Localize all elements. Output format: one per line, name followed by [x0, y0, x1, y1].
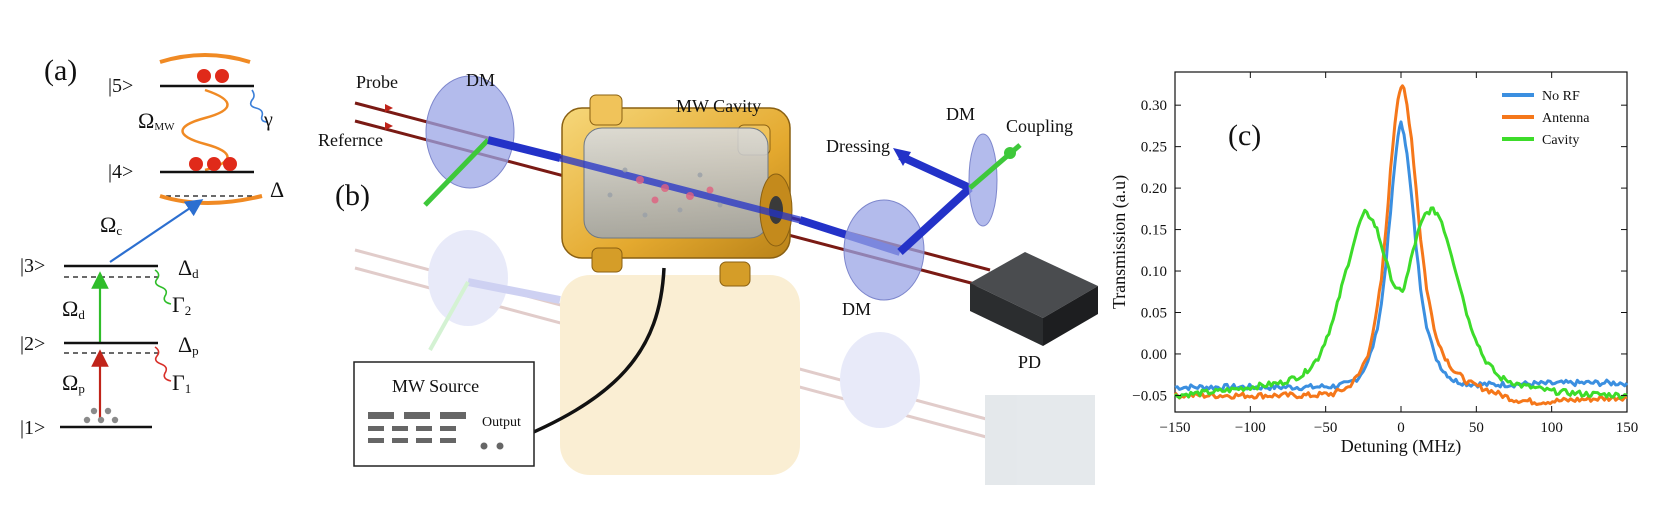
- mw-source: [353, 361, 535, 467]
- label-pd: PD: [1018, 352, 1041, 372]
- label-dm-left: DM: [466, 70, 495, 90]
- legend-label: Antenna: [1542, 111, 1590, 126]
- y-tick-label: 0.15: [1141, 223, 1167, 239]
- dressing-direction-arrow: [893, 148, 911, 166]
- legend-label: No RF: [1542, 89, 1580, 104]
- rydberg-atom: [207, 157, 221, 171]
- label-coupling: Coupling: [1006, 116, 1073, 136]
- x-tick-label: 0: [1397, 420, 1405, 436]
- gamma-symbol: γ: [263, 109, 273, 131]
- coupling-beam-in: [423, 138, 490, 207]
- y-tick-label: 0.05: [1141, 305, 1167, 321]
- coupling-arrow: [109, 199, 204, 263]
- setup-labels: Probe Refernce DM MW Cavity DM Coupling …: [318, 70, 1073, 430]
- x-tick-label: 150: [1616, 420, 1639, 436]
- rydberg-atom: [223, 157, 237, 171]
- ground-atoms: [83, 407, 119, 424]
- label-dressing: Dressing: [826, 136, 890, 156]
- x-tick-label: −50: [1314, 420, 1337, 436]
- dressing-beam-in: [898, 152, 972, 192]
- panel-a-label: (a): [44, 54, 77, 87]
- label-dm-bottom: DM: [842, 299, 871, 319]
- dichroic-mirror-left: [425, 75, 515, 189]
- y-tick-label: 0.20: [1141, 181, 1167, 197]
- legend-label: Cavity: [1542, 133, 1579, 148]
- label-output: Output: [482, 415, 521, 430]
- rydberg-atom: [197, 69, 211, 83]
- blue-beam-in: [487, 136, 561, 162]
- level-3-label: |3>: [20, 255, 45, 277]
- orange-arc-top: [159, 53, 251, 64]
- panel-c-label: (c): [1228, 119, 1261, 152]
- dressing-beam: [897, 185, 973, 255]
- label-mw-cavity: MW Cavity: [676, 96, 761, 116]
- orange-arc-bottom: [159, 194, 263, 205]
- x-tick-label: −150: [1160, 420, 1191, 436]
- rydberg-atom: [189, 157, 203, 171]
- omega-c-symbol: Ωc: [100, 212, 122, 238]
- x-tick-label: 100: [1540, 420, 1563, 436]
- omega-p-symbol: Ωp: [62, 370, 85, 396]
- y-tick-label: 0.10: [1141, 264, 1167, 280]
- x-tick-label: −100: [1235, 420, 1266, 436]
- x-tick-label: 50: [1469, 420, 1484, 436]
- probe-direction-arrow: [385, 104, 393, 112]
- panel-b-label: (b): [335, 179, 370, 212]
- y-tick-label: 0.25: [1141, 140, 1167, 156]
- ticks-layer: −150 −100 −50 0 50 100 150 −0.05 0.00 0.05 0.10 0.1…: [1132, 72, 1638, 436]
- delta-symbol: Δ: [270, 177, 284, 202]
- omega-d-symbol: Ωd: [62, 296, 85, 322]
- y-tick-label: 0.00: [1141, 347, 1167, 363]
- gamma2-symbol: Γ2: [172, 292, 191, 318]
- transmission-chart: (c) −150 −100 −50 0 50 100 150 −0.05 0.00 0.05 0.1…: [1109, 71, 1638, 457]
- reference-direction-arrow: [385, 122, 393, 130]
- y-tick-label: −0.05: [1132, 388, 1167, 404]
- mw-coupling-wave: [181, 88, 229, 172]
- decay-wave-gamma1: [154, 346, 172, 382]
- y-tick-label: 0.30: [1141, 98, 1167, 114]
- gamma1-symbol: Γ1: [172, 370, 191, 396]
- dichroic-mirror-bottom: [843, 199, 925, 301]
- photodetector: [970, 252, 1098, 346]
- omega-mw-symbol: ΩMW: [138, 108, 175, 133]
- label-mw-source: MW Source: [392, 376, 479, 396]
- decay-wave-gamma: [249, 89, 269, 123]
- label-dm-right: DM: [946, 104, 975, 124]
- level-1-label: |1>: [20, 417, 45, 439]
- label-reference: Refernce: [318, 130, 383, 150]
- x-axis-label: Detuning (MHz): [1341, 436, 1461, 457]
- level-4-label: |4>: [108, 161, 133, 183]
- level-2-label: |2>: [20, 333, 45, 355]
- level-5-label: |5>: [108, 75, 133, 97]
- y-axis-label: Transmission (a.u): [1109, 175, 1130, 309]
- series-line-antenna: [1173, 84, 1628, 406]
- experimental-setup: (b): [335, 75, 1098, 485]
- setup-reflection: [354, 230, 1095, 485]
- delta-p-symbol: Δp: [178, 332, 199, 358]
- energy-level-diagram: (a) |5> ΩMW γ |4> Δ Ωc |3> Δd Γ2: [20, 53, 284, 439]
- decay-wave-gamma2: [154, 269, 172, 305]
- label-probe: Probe: [356, 72, 398, 92]
- mw-cable: [499, 267, 666, 448]
- coupling-direction-arrow: [1004, 147, 1016, 159]
- rydberg-atom: [215, 69, 229, 83]
- series-line-no-rf: [1174, 120, 1629, 392]
- mw-cavity: [559, 94, 801, 287]
- delta-d-symbol: Δd: [178, 255, 199, 281]
- series-layer: [1173, 84, 1629, 406]
- series-line-cavity: [1173, 206, 1628, 400]
